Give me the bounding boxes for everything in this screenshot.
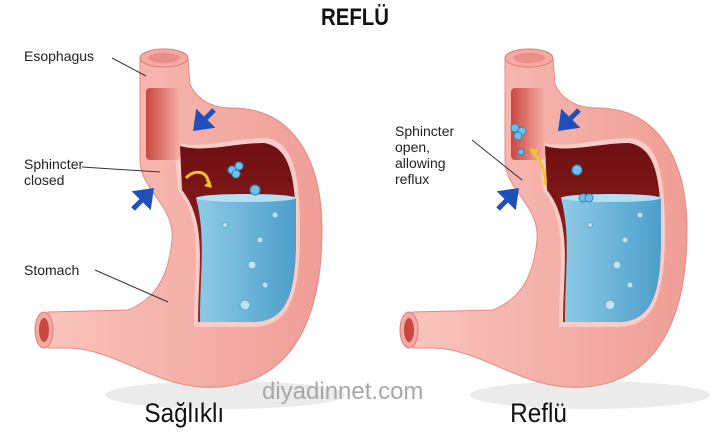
label-sphincter-open-3: allowing <box>395 155 446 171</box>
acid-bubbles <box>227 161 261 196</box>
blocked-arrow-icon <box>184 170 210 183</box>
watermark: diyadinnet.com <box>262 378 424 405</box>
pressure-arrow-icon <box>131 108 216 211</box>
reflux-stomach <box>399 48 710 410</box>
healthy-stomach <box>34 48 346 410</box>
leader-lines <box>81 57 523 303</box>
label-sphincter-open-2: open, <box>395 139 431 155</box>
label-sphincter-closed-1: Sphincter <box>24 156 84 172</box>
acid-bubbles <box>510 123 594 203</box>
esophagus-lumen <box>146 88 180 160</box>
page-title: REFLÜ <box>321 4 389 31</box>
pressure-arrow-icon <box>496 108 581 211</box>
caption-reflux: Reflü <box>510 398 567 428</box>
caption-healthy: Sağlıklı <box>144 398 225 428</box>
label-stomach: Stomach <box>24 262 80 278</box>
label-sphincter-open-4: reflux <box>395 171 430 187</box>
label-esophagus: Esophagus <box>24 48 95 64</box>
label-sphincter-open-1: Sphincter <box>395 123 455 139</box>
esophagus-lumen <box>511 88 545 160</box>
label-sphincter-closed-2: closed <box>24 172 65 188</box>
